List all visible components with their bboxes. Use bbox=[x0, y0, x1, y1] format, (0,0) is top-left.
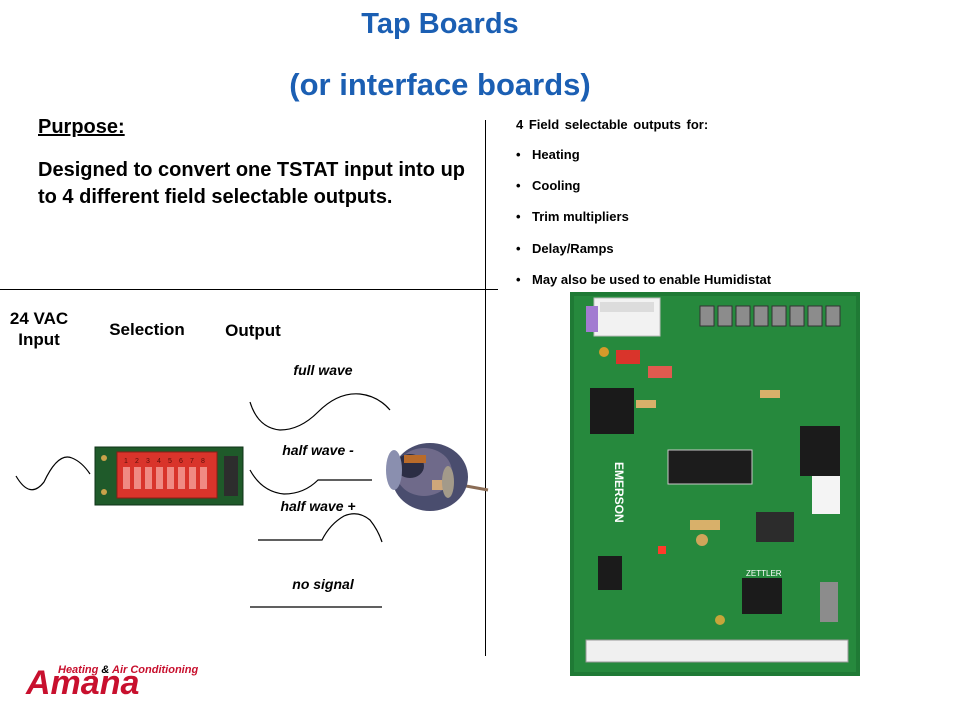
half-wave-minus-signal bbox=[249, 469, 372, 495]
selection-label: Selection bbox=[109, 320, 185, 339]
list-item: •May also be used to enable Humidistat bbox=[516, 271, 772, 287]
vertical-divider bbox=[485, 120, 486, 656]
dip-number: 4 bbox=[157, 458, 161, 465]
dip-number: 7 bbox=[190, 458, 194, 465]
bullet-icon: • bbox=[516, 147, 521, 162]
logo-tagline-air: Air Conditioning bbox=[111, 664, 198, 676]
dip-switch-toggles bbox=[123, 467, 207, 489]
purpose-heading: Purpose: bbox=[38, 116, 125, 138]
list-item: •Delay/Ramps bbox=[516, 240, 614, 256]
outputs-heading: 4 Field selectable outputs for: bbox=[516, 117, 709, 132]
svg-text:Heating & Air Cond: Heating & Air Conditioning bbox=[58, 664, 198, 676]
logo-name: Amana bbox=[25, 664, 139, 702]
logo-tagline-amp: & bbox=[101, 664, 109, 676]
bullet-icon: • bbox=[516, 240, 521, 256]
dip-number: 6 bbox=[179, 458, 183, 465]
dip-number: 2 bbox=[135, 458, 139, 465]
wave-label-no-signal: no signal bbox=[292, 576, 354, 592]
page-title: Tap Boards bbox=[361, 8, 519, 40]
half-wave-plus-signal bbox=[258, 513, 383, 543]
list-item: •Cooling bbox=[516, 178, 581, 194]
list-item: •Trim multipliers bbox=[516, 209, 629, 225]
wave-label-half-minus: half wave - bbox=[282, 442, 354, 458]
board-brand-text: EMERSON bbox=[612, 462, 626, 523]
dip-switch-photo: 1 2 3 4 5 6 7 8 bbox=[94, 446, 244, 506]
amana-logo: Heating & Air Conditioning Amana bbox=[25, 664, 198, 702]
bullet-icon: • bbox=[516, 209, 521, 225]
page-subtitle: (or interface boards) bbox=[289, 67, 591, 102]
full-wave-signal bbox=[249, 393, 391, 431]
dip-number: 3 bbox=[146, 458, 150, 465]
outputs-list: •Heating •Cooling •Trim multipliers •Del… bbox=[516, 147, 771, 303]
bullet-icon: • bbox=[516, 271, 521, 287]
input-label: 24 VAC Input bbox=[9, 309, 69, 349]
relay-brand-text: ZETTLER bbox=[746, 569, 782, 578]
list-item: •Heating bbox=[516, 147, 580, 162]
bullet-icon: • bbox=[516, 178, 521, 194]
dip-number: 1 bbox=[124, 458, 128, 465]
wave-label-half-plus: half wave + bbox=[280, 498, 356, 514]
output-label: Output bbox=[225, 321, 281, 340]
dip-number: 5 bbox=[168, 458, 172, 465]
wave-label-full: full wave bbox=[293, 362, 353, 378]
control-board-photo: EMERSON ZETTLER bbox=[570, 292, 860, 676]
horizontal-divider bbox=[0, 289, 498, 290]
logo-tagline-heating: Heating bbox=[58, 664, 99, 676]
dip-number: 8 bbox=[201, 458, 205, 465]
purpose-text: Designed to convert one TSTAT input into… bbox=[38, 159, 466, 208]
motor-photo bbox=[386, 443, 489, 511]
input-sine-wave bbox=[15, 456, 91, 491]
